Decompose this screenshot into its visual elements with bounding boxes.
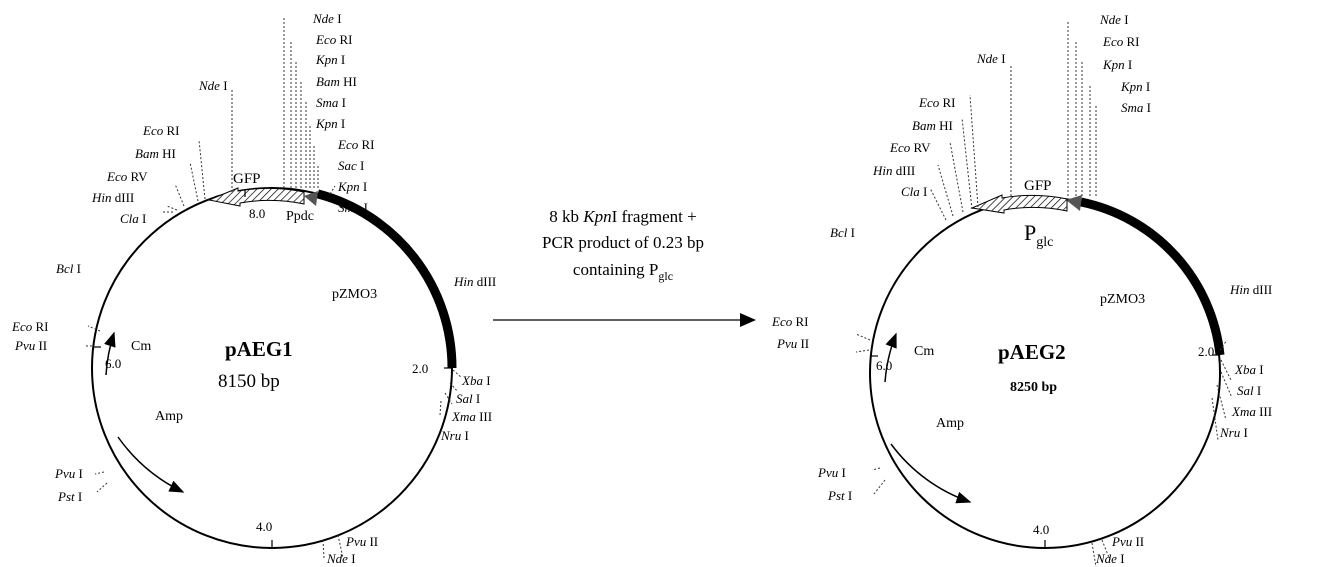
right-site-label: Eco RI <box>1102 34 1139 49</box>
left-site-label: Nru I <box>440 428 469 443</box>
right-promoter-label: Pglc <box>1024 220 1053 250</box>
left-site-label: Eco RI <box>337 137 374 152</box>
left-gfp-label: GFP <box>233 171 261 187</box>
right-site-label: Pvu I <box>817 465 846 480</box>
left-site-label: Eco RI <box>11 319 48 334</box>
left-site-label: Xma III <box>451 409 492 424</box>
left-site-label: Cla I <box>120 211 146 226</box>
right-tick-label-6: 6.0 <box>876 358 892 373</box>
conversion-text-line3: containing Pglc <box>573 260 673 283</box>
right-site-label: Hin dIII <box>872 163 915 178</box>
left-promoter-triangle <box>304 191 318 206</box>
left-plasmid-size: 8150 bp <box>218 371 280 392</box>
left-promoter-label: Ppdc <box>286 209 314 224</box>
conversion-step: 8 kb KpnI fragment + PCR product of 0.23… <box>493 207 756 327</box>
left-site-label: Bcl I <box>56 261 81 276</box>
left-site-label: Eco RI <box>142 123 179 138</box>
conversion-text-line2: PCR product of 0.23 bp <box>542 233 704 252</box>
left-site-label: Sac I <box>338 158 364 173</box>
right-site-label: Nde I <box>1099 12 1129 27</box>
right-amp-label: Amp <box>936 416 964 431</box>
right-site-label: Nde I <box>1095 551 1125 566</box>
left-site-label: Xba I <box>461 373 491 388</box>
left-gfp-arrow <box>207 187 305 207</box>
left-site-label: Pvu I <box>54 466 83 481</box>
right-plasmid-name: pAEG2 <box>998 340 1066 364</box>
left-plasmid-name: pAEG1 <box>225 337 293 361</box>
left-cm-label: Cm <box>131 339 151 354</box>
right-site-label: Pst I <box>827 488 852 503</box>
right-site-label: Pvu II <box>776 336 809 351</box>
left-site-label: Nde I <box>198 78 228 93</box>
left-site-label: Pst I <box>57 489 82 504</box>
right-plasmid-size: 8250 bp <box>1010 380 1057 395</box>
right-site-label: Xma III <box>1231 404 1272 419</box>
left-cm-arrow <box>104 331 116 376</box>
left-site-label: Sma I <box>338 200 368 215</box>
right-gfp-arrow <box>970 194 1068 214</box>
right-leader-lines <box>855 20 1233 567</box>
right-site-label: Cla I <box>901 184 927 199</box>
right-tick-label-4: 4.0 <box>1033 522 1049 537</box>
left-amp-label: Amp <box>155 409 183 424</box>
right-site-label: Bam HI <box>912 118 953 133</box>
left-site-label: Nde I <box>312 11 342 26</box>
left-plasmid-map: 8.0 2.0 6.0 4.0 GFP Ppdc pZMO3 Cm Amp pA… <box>11 11 496 566</box>
left-tick-label-6: 6.0 <box>105 356 121 371</box>
left-tick-label-2: 2.0 <box>412 361 428 376</box>
left-tick-label-8: 8.0 <box>249 206 265 221</box>
left-pzmo3-label: pZMO3 <box>332 287 377 302</box>
right-site-label: Kpn I <box>1102 57 1132 72</box>
left-site-label: Nde I <box>326 551 356 566</box>
right-tick-label-2: 2.0 <box>1198 344 1214 359</box>
left-site-label: Kpn I <box>315 52 345 67</box>
left-amp-arrow <box>117 436 185 493</box>
left-site-label: Hin dIII <box>453 274 496 289</box>
left-site-label: Kpn I <box>315 116 345 131</box>
left-leader-lines <box>84 18 463 559</box>
right-site-label: Eco RI <box>771 314 808 329</box>
right-gfp-label: GFP <box>1024 178 1052 194</box>
left-site-labels: Nde I Eco RI Kpn I Bam HI Sma I Kpn I Ec… <box>11 11 496 566</box>
right-site-label: Pvu II <box>1111 534 1144 549</box>
left-site-label: Eco RV <box>106 169 148 184</box>
left-pzmo3-arc <box>316 189 457 369</box>
right-plasmid-map: 2.0 6.0 4.0 GFP Pglc pZMO3 Cm Amp pAEG2 … <box>771 12 1272 567</box>
left-site-label: Bam HI <box>316 74 357 89</box>
right-site-label: Bcl I <box>830 225 855 240</box>
right-site-label: Xba I <box>1234 362 1264 377</box>
right-site-label: Nru I <box>1219 425 1248 440</box>
right-cm-arrow <box>884 332 897 383</box>
left-site-label: Hin dIII <box>91 190 134 205</box>
right-site-label: Hin dIII <box>1229 282 1272 297</box>
right-pzmo3-arc <box>1080 197 1225 356</box>
right-site-label: Eco RV <box>889 140 931 155</box>
right-amp-arrow <box>890 443 972 504</box>
left-site-label: Eco RI <box>315 32 352 47</box>
conversion-arrowhead <box>740 313 756 327</box>
left-site-label: Pvu II <box>14 338 47 353</box>
right-site-labels: Nde I Nde I Eco RI Kpn I Kpn I Sma I Eco… <box>771 12 1272 566</box>
right-cm-label: Cm <box>914 344 934 359</box>
right-site-label: Sma I <box>1121 100 1151 115</box>
right-site-label: Eco RI <box>918 95 955 110</box>
right-pzmo3-label: pZMO3 <box>1100 292 1145 307</box>
conversion-text-line1: 8 kb KpnI fragment + <box>549 207 696 226</box>
left-site-label: Sal I <box>456 391 480 406</box>
left-tick-label-4: 4.0 <box>256 519 272 534</box>
left-site-label: Kpn I <box>337 179 367 194</box>
left-site-label: Sma I <box>316 95 346 110</box>
right-site-label: Kpn I <box>1120 79 1150 94</box>
right-site-label: Nde I <box>976 51 1006 66</box>
right-promoter-triangle <box>1066 195 1082 211</box>
left-site-label: Pvu II <box>345 534 378 549</box>
left-site-label: Bam HI <box>135 146 176 161</box>
right-site-label: Sal I <box>1237 383 1261 398</box>
